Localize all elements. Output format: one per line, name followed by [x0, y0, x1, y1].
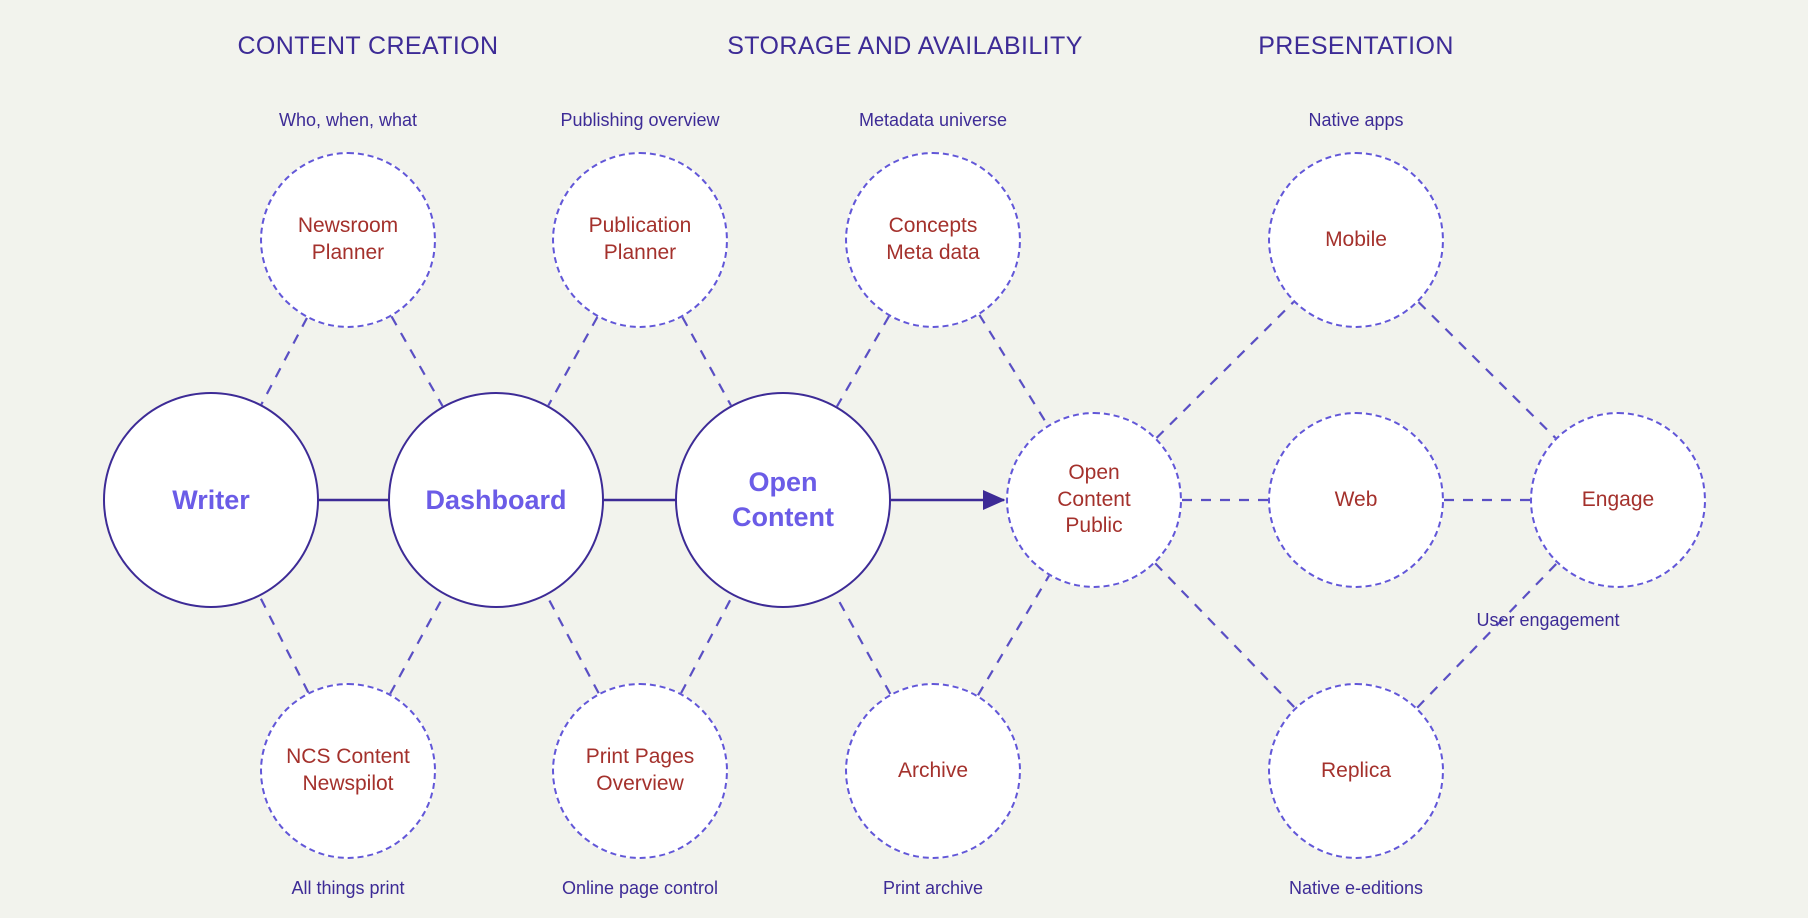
section-heading-presentation: PRESENTATION — [1258, 32, 1454, 60]
caption-user-engagement: User engagement — [1476, 610, 1620, 630]
node-writer[interactable]: Writer — [103, 392, 319, 608]
node-label-web: Web — [1334, 487, 1378, 511]
edge-archive-to-open-content-public — [977, 575, 1050, 696]
edge-open-content-public-to-replica — [1154, 562, 1296, 709]
edge-print-pages-to-open-content — [680, 595, 734, 694]
node-label-dashboard: Dashboard — [425, 484, 567, 515]
node-mobile[interactable]: Mobile — [1268, 152, 1444, 328]
edge-newsroom-planner-to-writer — [260, 317, 308, 405]
node-replica[interactable]: Replica — [1268, 683, 1444, 859]
node-dashboard[interactable]: Dashboard — [388, 392, 604, 608]
node-archive[interactable]: Archive — [845, 683, 1021, 859]
node-label-archive: Archive — [897, 758, 969, 782]
edge-open-content-public-to-mobile — [1155, 301, 1295, 439]
node-label-replica: Replica — [1320, 758, 1392, 782]
caption-metadata-universe: Metadata universe — [858, 110, 1008, 130]
node-label-mobile: Mobile — [1325, 227, 1387, 251]
caption-all-things-print: All things print — [291, 878, 405, 898]
caption-who-when-what: Who, when, what — [278, 110, 418, 130]
caption-online-page-control: Online page control — [561, 878, 719, 898]
edge-publication-planner-to-dashboard — [547, 316, 599, 407]
edge-mobile-to-engage — [1417, 301, 1557, 439]
edge-concepts-to-open-content — [836, 315, 890, 408]
caption-native-apps: Native apps — [1308, 110, 1404, 130]
edge-ncs-to-writer — [258, 595, 310, 693]
section-heading-content-creation: CONTENT CREATION — [237, 32, 499, 60]
node-engage[interactable]: Engage — [1530, 412, 1706, 588]
edge-publication-planner-to-open-content — [681, 316, 732, 406]
caption-native-e-editions: Native e-editions — [1288, 878, 1424, 898]
caption-print-archive: Print archive — [882, 878, 984, 898]
edge-concepts-to-open-content-public — [978, 314, 1049, 426]
edge-newsroom-planner-to-dashboard — [390, 315, 444, 407]
edge-replica-to-engage — [1416, 562, 1558, 709]
section-heading-storage-and-availability: STORAGE AND AVAILABILITY — [727, 32, 1083, 60]
caption-publishing-overview: Publishing overview — [560, 110, 720, 130]
edge-archive-to-open-content — [834, 593, 892, 695]
node-label-writer: Writer — [172, 484, 250, 515]
edge-ncs-to-dashboard — [389, 594, 446, 695]
edge-print-pages-to-dashboard — [545, 594, 600, 694]
node-web[interactable]: Web — [1268, 412, 1444, 588]
node-label-engage: Engage — [1581, 487, 1655, 511]
